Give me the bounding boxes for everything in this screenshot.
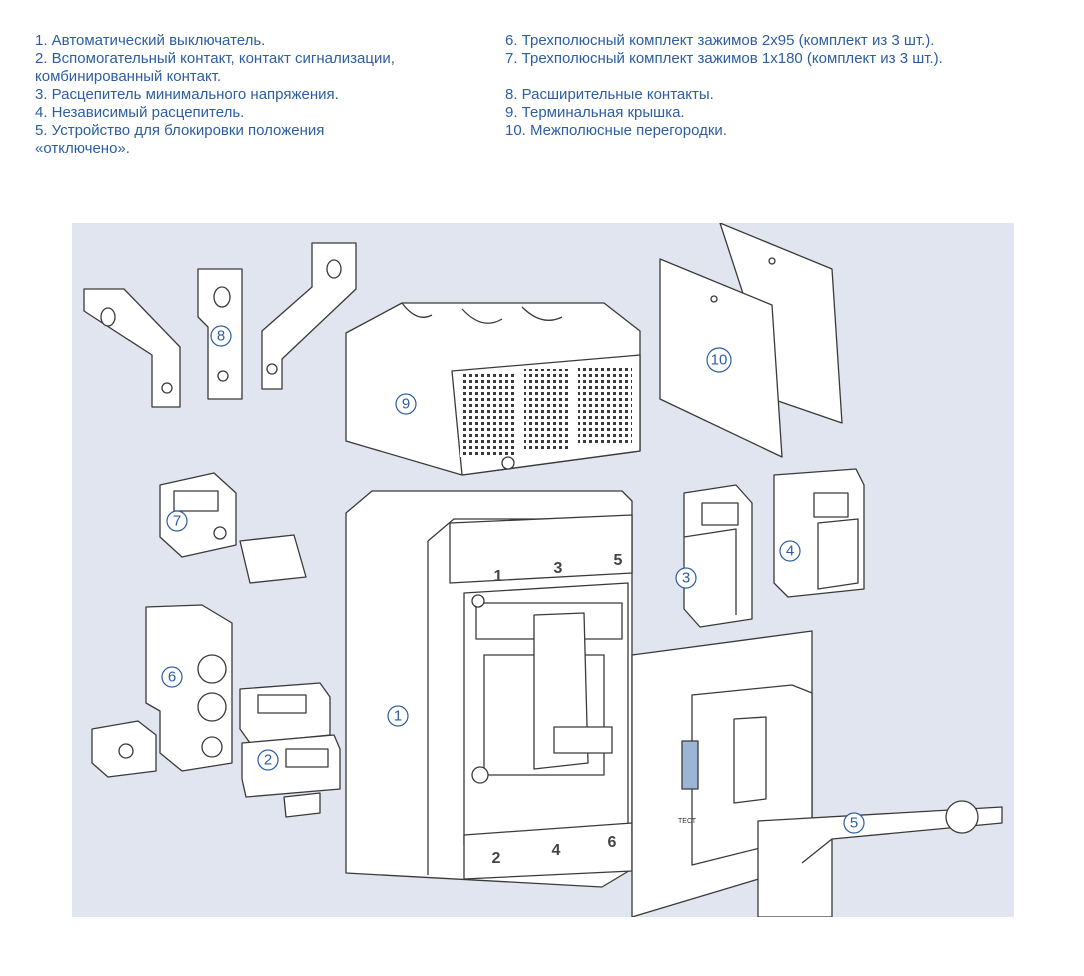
legend-item: 5. Устройство для блокировки положения [35,122,325,139]
callout-label: 10 [711,352,728,369]
legend-item: 9. Терминальная крышка. [505,104,685,121]
callout-badge [387,705,409,727]
callout-label: 9 [402,396,410,413]
callout-label: 8 [217,328,225,345]
callout-label: 5 [850,815,858,832]
callout-badge [166,510,188,532]
device-label: ТЕСТ [678,818,697,825]
legend-item: 6. Трехполюсный комплект зажимов 2x95 (к… [505,32,935,49]
callout-badge [257,749,279,771]
pole-mark: 2 [492,850,501,867]
pole-mark: 6 [608,834,617,851]
callout-badge [843,812,865,834]
terminal-cover [345,302,641,476]
legend-item: 4. Независимый расцепитель. [35,104,245,121]
callout-badge [706,347,732,373]
pole-mark: 5 [614,552,623,569]
callout-badge [395,393,417,415]
legend-item: 1. Автоматический выключатель. [35,32,266,49]
legend-item: 2. Вспомогательный контакт, контакт сигн… [35,50,395,67]
undervoltage-release [683,484,753,628]
legend-item: комбинированный контакт. [35,68,222,85]
legend-item: 10. Межполюсные перегородки. [505,122,727,139]
exploded-diagram: 1 3 5 2 4 6 ТЕСТ 1 2 3 4 5 6 7 8 9 10 [72,223,1014,917]
callout-label: 2 [264,752,272,769]
callout-badge [161,666,183,688]
legend-right: 6. Трехполюсный комплект зажимов 2x95 (к… [505,32,943,140]
terminal-kit-1x180 [159,472,307,584]
circuit-breaker [345,490,633,888]
legend-item: «отключено». [35,140,130,157]
callout-label: 6 [168,669,176,686]
shunt-release [773,468,865,598]
pole-mark: 3 [554,560,563,577]
legend-item: 3. Расцепитель минимального напряжения. [35,86,339,103]
legend-spacer [505,68,943,86]
legend-left: 1. Автоматический выключатель. 2. Вспомо… [35,32,395,158]
locking-device [631,630,1003,917]
terminal-kit-2x95 [91,604,233,778]
callout-badge [210,325,232,347]
pole-mark: 4 [552,842,561,859]
callout-label: 1 [394,708,402,725]
callout-badge [779,540,801,562]
callout-badge [675,567,697,589]
legend-item: 8. Расширительные контакты. [505,86,714,103]
extension-plates [83,242,357,408]
legend-item: 7. Трехполюсный комплект зажимов 1x180 (… [505,50,943,67]
callout-label: 4 [786,543,794,560]
callout-label: 3 [682,570,690,587]
pole-mark: 1 [494,568,503,585]
callout-label: 7 [173,513,181,530]
